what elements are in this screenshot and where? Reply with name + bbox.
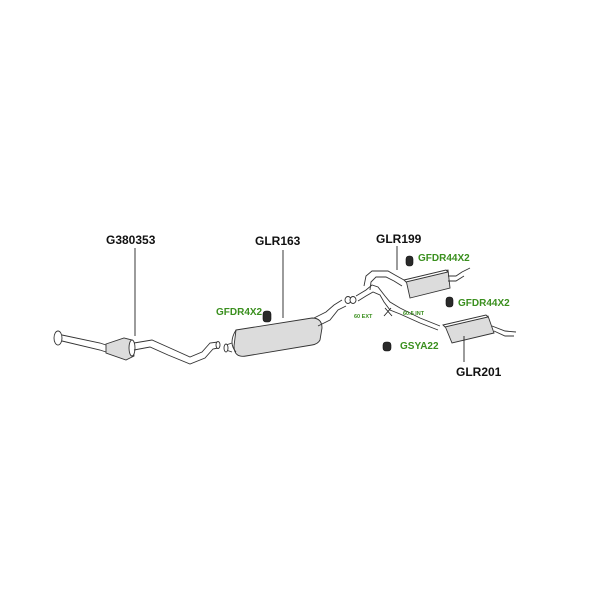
catalytic-converter-assembly [53,330,221,365]
accessory-label-hanger-rear-top: GFDR44X2 [418,253,470,264]
part-label-catalytic: G380353 [106,233,156,247]
part-label-rear-pipe: GLR199 [376,232,422,246]
rubber-hangers [262,255,454,352]
dimension-label-int: 60.5 INT [403,311,425,317]
rear-upper-box [403,267,471,299]
rear-pipe [355,270,441,331]
dimension-label-ext: 60 EXT [354,314,373,320]
center-silencer [223,296,357,357]
rear-silencer [442,314,517,344]
accessory-label-hanger-center: GFDR4X2 [216,307,263,318]
part-label-center-silencer: GLR163 [255,234,301,248]
leader-lines [134,246,465,362]
accessory-label-hanger-rear-right: GFDR44X2 [458,298,510,309]
accessory-label-clamp: GSYA22 [400,341,439,352]
part-label-rear-silencer: GLR201 [456,365,502,379]
